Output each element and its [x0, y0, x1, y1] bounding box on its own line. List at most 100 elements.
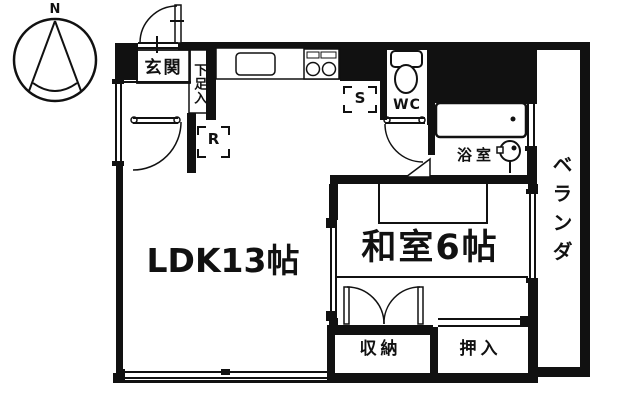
entrance-door-arc	[139, 5, 178, 44]
stove-burner	[321, 61, 337, 77]
window-cap	[112, 79, 124, 84]
room-lines	[124, 49, 528, 278]
window-cap	[112, 161, 124, 166]
genkan-door-frame	[133, 117, 178, 119]
washitsu-top-wall	[330, 175, 537, 184]
genkan-door-frame	[133, 122, 178, 124]
kitchen-sink	[235, 52, 276, 76]
stove-grill	[306, 51, 320, 59]
wc-label: WC	[393, 97, 421, 113]
window-glass	[533, 104, 535, 146]
basin-drain-line	[509, 161, 511, 173]
hall-stub-wall	[187, 113, 196, 173]
compass-north-label: N	[49, 2, 61, 17]
tatami-line	[337, 276, 528, 278]
genkan-door-arc	[132, 121, 182, 171]
door-hinge	[383, 116, 391, 124]
window-glass	[529, 194, 531, 278]
window-cap	[526, 189, 538, 194]
closet-door-leaf	[417, 286, 424, 325]
washer-space-label: S	[354, 89, 366, 107]
door-hinge	[130, 116, 138, 124]
tatami-line	[378, 184, 380, 224]
wall-segment	[527, 151, 537, 177]
closet-left-wall	[327, 335, 335, 373]
compass-rose	[12, 17, 98, 103]
window-cap	[526, 278, 538, 283]
fusuma-wall-bottom	[329, 318, 338, 328]
refrigerator-space-label: R	[207, 130, 220, 148]
fusuma-cap	[326, 311, 337, 321]
door-hinge	[173, 116, 181, 124]
window-cap	[525, 99, 537, 104]
wc-right-wall	[427, 103, 435, 125]
closet-door-arc	[346, 286, 385, 325]
fusuma-rail	[330, 220, 332, 318]
kitchen-side-wall	[340, 43, 387, 81]
doors	[130, 4, 431, 325]
fusuma-cap	[326, 218, 337, 228]
sliding-door-rail	[438, 318, 528, 320]
wall-segment	[528, 184, 538, 192]
equipment-marks	[197, 86, 377, 158]
washer-space-bracket	[343, 86, 377, 113]
sliding-door-cap	[520, 316, 529, 327]
window-glass	[115, 84, 117, 161]
bath-upper-block	[427, 43, 537, 103]
closet-door-arc	[383, 286, 421, 325]
bath-left-wall	[428, 125, 435, 155]
wc-left-wall	[380, 43, 387, 120]
window-cap	[525, 146, 537, 151]
closet-door-leaf	[343, 286, 350, 325]
basin-faucet-dot	[511, 145, 517, 151]
shoe-storage-label: 下足入	[191, 63, 207, 105]
bathtub-drain	[510, 116, 516, 122]
stove-burner	[305, 61, 321, 77]
veranda-label: ベランダ	[549, 154, 573, 270]
washitsu-label: 和室6帖	[361, 228, 499, 268]
door-hinge	[418, 116, 426, 124]
window-glass	[527, 104, 529, 146]
closet-front-wall	[327, 325, 433, 335]
wc-door-frame	[385, 117, 425, 119]
toilet-bowl	[394, 64, 418, 94]
window-glass	[534, 194, 536, 278]
fixtures	[215, 47, 528, 173]
windows	[112, 79, 538, 381]
compass-needle	[28, 20, 82, 92]
basin-tap	[496, 146, 504, 154]
window-cap	[119, 369, 125, 381]
ldk-label: LDK13帖	[146, 241, 300, 280]
entrance-door-tick	[170, 20, 184, 22]
veranda-bottom-wall	[538, 367, 590, 377]
storage-label: 収納	[359, 339, 402, 359]
genkan-step-line	[124, 81, 191, 83]
bathroom-label: 浴室	[456, 146, 495, 164]
bath-door-triangle	[403, 157, 431, 178]
tatami-line	[486, 184, 488, 224]
genkan-label: 玄関	[144, 58, 183, 78]
window-sash-tick	[221, 369, 230, 375]
entrance-threshold-tick	[156, 36, 158, 53]
oshiire-label: 押入	[459, 339, 502, 359]
wc-door-arc	[384, 123, 424, 163]
shoe-cabinet-side-wall	[206, 48, 216, 120]
window-glass	[120, 84, 122, 161]
fusuma-rail	[335, 220, 337, 318]
window-cap	[327, 369, 333, 381]
wc-door-frame	[385, 122, 425, 124]
wall-segment	[115, 43, 138, 80]
window-glass	[124, 377, 328, 379]
compass-circle	[12, 17, 98, 103]
bathtub	[434, 101, 528, 139]
entrance-door-leaf	[174, 4, 182, 44]
sliding-door-rail	[438, 325, 528, 327]
closet-divider-wall	[430, 327, 438, 373]
wall-segment	[580, 45, 590, 377]
refrigerator-space-bracket	[197, 126, 230, 158]
stove-grill	[320, 51, 337, 59]
wall-segment	[116, 166, 123, 383]
fusuma-wall-top	[329, 184, 338, 220]
